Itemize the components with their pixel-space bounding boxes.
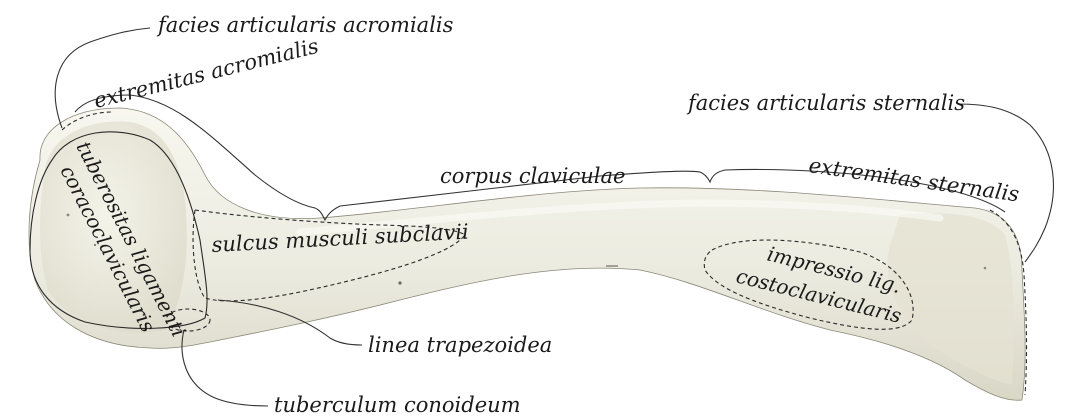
label-tuberculum-conoideum: tuberculum conoideum bbox=[274, 393, 521, 416]
bone-speck bbox=[398, 281, 401, 284]
bone-speck bbox=[984, 267, 987, 270]
label-facies-articularis-acromialis: facies articularis acromialis bbox=[156, 13, 454, 37]
bone-speck bbox=[67, 214, 70, 217]
label-linea-trapezoidea: linea trapezoidea bbox=[368, 333, 552, 357]
label-facies-articularis-sternalis: facies articularis sternalis bbox=[686, 91, 965, 115]
label-extremitas-acromialis: extremitas acromialis bbox=[91, 34, 321, 113]
label-corpus-claviculae: corpus claviculae bbox=[440, 164, 625, 188]
